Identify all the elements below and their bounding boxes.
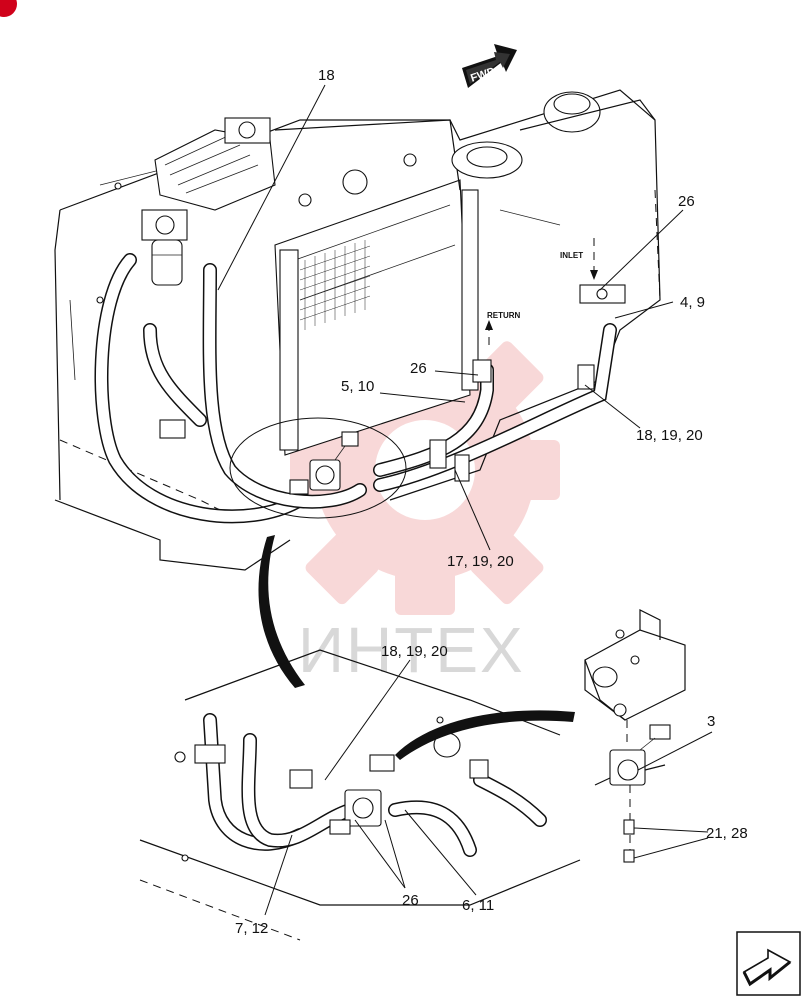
callout-4-9: 4, 9 — [680, 294, 705, 311]
detail-view — [139, 649, 581, 941]
callout-26-bottom: 26 — [402, 892, 419, 909]
callout-18-19-20-right: 18, 19, 20 — [636, 427, 703, 444]
inlet-label: INLET — [560, 251, 583, 260]
return-arrow — [485, 320, 493, 345]
callout-7-12: 7, 12 — [235, 920, 268, 937]
hose-routing — [94, 253, 617, 524]
callout-21-28: 21, 28 — [706, 825, 748, 842]
callout-6-11: 6, 11 — [462, 897, 494, 914]
callout-18-19-20-detail: 18, 19, 20 — [381, 643, 448, 660]
callout-3: 3 — [707, 713, 715, 730]
main-assembly-view: INLET RETURN — [54, 89, 661, 571]
inlet-arrow — [590, 238, 598, 280]
engine-top — [154, 117, 276, 211]
callout-26-mid: 26 — [410, 360, 427, 377]
leader-lines — [217, 84, 713, 916]
side-detail-pointer-arrow — [395, 710, 575, 760]
detail-pointer-arrow — [258, 535, 305, 688]
return-label: RETURN — [487, 311, 521, 320]
callout-5-10: 5, 10 — [341, 378, 374, 395]
tank-assembly — [451, 91, 656, 304]
pump-main — [229, 417, 407, 519]
pump-bracket-detail — [584, 609, 686, 863]
callout-18: 18 — [318, 67, 335, 84]
watermark-text: ИНТЕХ — [298, 614, 525, 686]
callout-26-top: 26 — [678, 193, 695, 210]
callout-17-19-20: 17, 19, 20 — [447, 553, 514, 570]
next-page-arrow-icon[interactable] — [736, 931, 801, 996]
filter-assembly — [141, 209, 188, 286]
corner-badge-icon — [0, 0, 17, 17]
radiator-core — [274, 119, 479, 456]
fwd-direction-arrow: FWD — [462, 44, 517, 88]
